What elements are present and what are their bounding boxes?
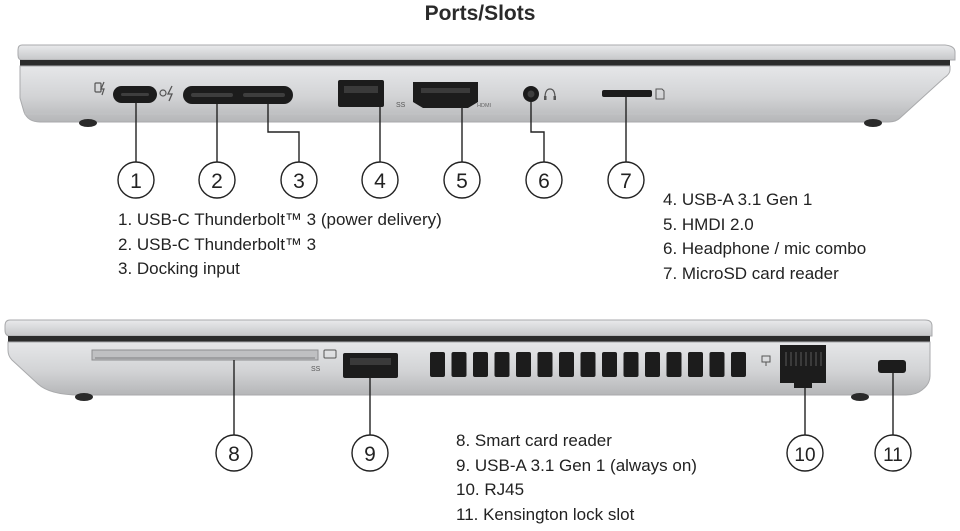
svg-text:10: 10 bbox=[794, 445, 815, 466]
legend-item: 7. MicroSD card reader bbox=[663, 263, 839, 283]
vent-slot bbox=[666, 352, 682, 377]
usb-a-port bbox=[338, 80, 384, 107]
headphone-icon bbox=[544, 88, 556, 100]
svg-text:11: 11 bbox=[883, 445, 903, 466]
callout-9: 9 bbox=[351, 434, 389, 472]
usb-a-always-on-port bbox=[343, 353, 398, 378]
vent-slot bbox=[430, 352, 445, 377]
legend-item: 2. USB-C Thunderbolt™ 3 bbox=[118, 234, 317, 254]
kensington-slot bbox=[878, 360, 906, 373]
callout-8: 8 bbox=[215, 434, 253, 472]
callout-4: 4 bbox=[361, 161, 399, 199]
rj45-port bbox=[780, 345, 826, 388]
top-callouts: 1 2 3 4 5 6 7 bbox=[117, 161, 645, 199]
vent-slot bbox=[516, 352, 531, 377]
microsd-slot bbox=[602, 90, 652, 97]
legend-top-right: 4. USB-A 3.1 Gen 1 5. HMDI 2.0 6. Headph… bbox=[663, 188, 866, 286]
vent-slot bbox=[709, 352, 725, 377]
thunderbolt-icon bbox=[159, 85, 173, 102]
svg-text:3: 3 bbox=[293, 170, 305, 193]
page-title: Ports/Slots bbox=[424, 2, 536, 25]
rubber-foot bbox=[75, 393, 93, 401]
vent-slot bbox=[451, 352, 467, 377]
callout-1: 1 bbox=[117, 161, 155, 199]
callout-3: 3 bbox=[280, 161, 318, 199]
top-leader-lines bbox=[135, 97, 627, 162]
bottom-leader-lines bbox=[233, 360, 894, 435]
svg-text:2: 2 bbox=[211, 170, 223, 193]
vent-slot bbox=[559, 352, 574, 377]
sd-card-icon bbox=[655, 88, 665, 100]
legend-item: 11. Kensington lock slot bbox=[456, 504, 635, 524]
rubber-foot bbox=[851, 393, 869, 401]
vent-slot bbox=[688, 352, 703, 377]
svg-text:7: 7 bbox=[620, 170, 632, 193]
vent-slot bbox=[602, 352, 617, 377]
vent-slot bbox=[537, 352, 553, 377]
legend-item: 9. USB-A 3.1 Gen 1 (always on) bbox=[456, 455, 697, 475]
ss-usb-icon: SS bbox=[396, 102, 406, 109]
legend-top-left: 1. USB-C Thunderbolt™ 3 (power delivery)… bbox=[118, 208, 442, 282]
laptop-right-side: SS bbox=[4, 319, 933, 401]
callout-10: 10 bbox=[786, 434, 824, 472]
callout-2: 2 bbox=[198, 161, 236, 199]
legend-item: 5. HMDI 2.0 bbox=[663, 214, 754, 234]
hdmi-port bbox=[413, 82, 478, 108]
legend-item: 4. USB-A 3.1 Gen 1 bbox=[663, 190, 813, 209]
vent-slot bbox=[473, 352, 488, 377]
legend-item: 8. Smart card reader bbox=[456, 431, 612, 450]
bottom-callouts: 8 9 10 11 bbox=[215, 434, 912, 472]
svg-text:9: 9 bbox=[364, 443, 376, 466]
svg-text:6: 6 bbox=[538, 170, 550, 193]
laptop-left-side: SS HDMI bbox=[17, 44, 956, 127]
vent-slot bbox=[580, 352, 596, 377]
callout-5: 5 bbox=[443, 161, 481, 199]
vent-slot bbox=[731, 352, 746, 377]
legend-item: 3. Docking input bbox=[118, 259, 240, 278]
rubber-foot bbox=[864, 119, 882, 127]
hdmi-label: HDMI bbox=[477, 103, 492, 109]
svg-text:8: 8 bbox=[228, 443, 240, 466]
vent-slot bbox=[645, 352, 660, 377]
callout-6: 6 bbox=[525, 161, 563, 199]
svg-text:4: 4 bbox=[374, 170, 386, 193]
legend-item: 10. RJ45 bbox=[456, 480, 525, 499]
smart-card-icon bbox=[323, 349, 337, 359]
svg-text:5: 5 bbox=[456, 170, 468, 193]
legend-item: 1. USB-C Thunderbolt™ 3 (power delivery) bbox=[118, 210, 442, 229]
callout-11: 11 bbox=[874, 434, 912, 472]
rubber-foot bbox=[79, 119, 97, 127]
ethernet-icon bbox=[761, 355, 771, 366]
vent-slot bbox=[494, 352, 510, 377]
svg-text:1: 1 bbox=[130, 170, 142, 193]
air-vents bbox=[430, 352, 746, 377]
callout-7: 7 bbox=[607, 161, 645, 199]
vent-slot bbox=[623, 352, 639, 377]
legend-item: 6. Headphone / mic combo bbox=[663, 239, 867, 258]
legend-bottom: 8. Smart card reader 9. USB-A 3.1 Gen 1 … bbox=[456, 429, 697, 527]
power-delivery-icon bbox=[94, 81, 105, 96]
ss-usb-icon: SS bbox=[311, 366, 321, 373]
thunderbolt-docking-port bbox=[183, 86, 293, 104]
